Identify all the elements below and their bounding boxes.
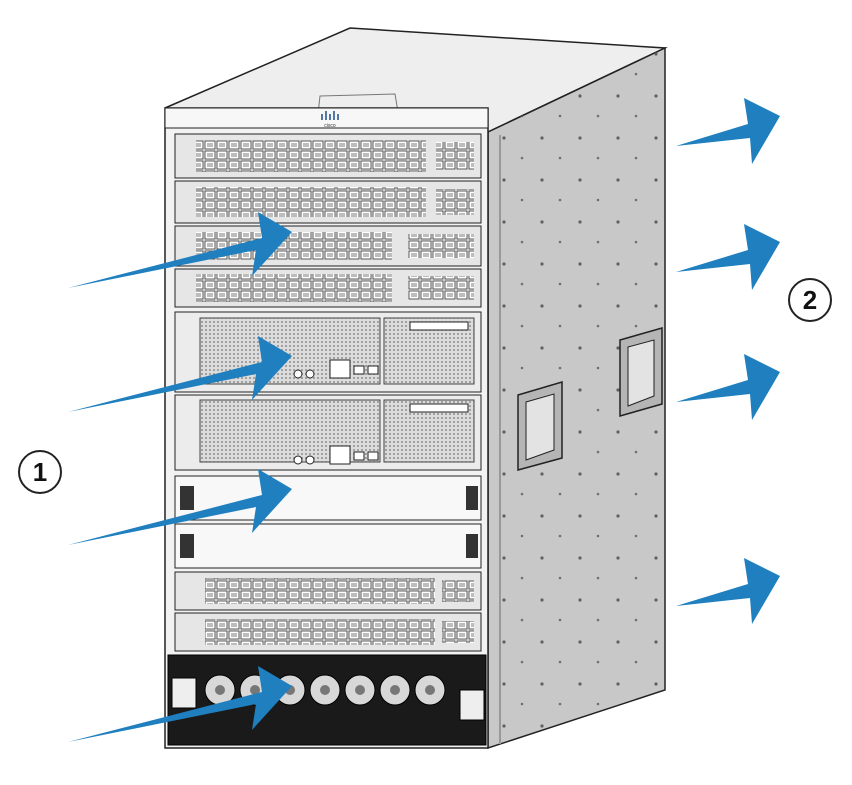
line-card-stack-lower bbox=[174, 571, 482, 652]
callout-exhaust: 2 bbox=[788, 278, 832, 322]
exhaust-arrows bbox=[676, 98, 780, 624]
exhaust-arrow bbox=[676, 558, 780, 624]
line-card bbox=[174, 225, 482, 267]
power-socket-icon bbox=[459, 689, 485, 721]
line-card-stack-upper bbox=[174, 133, 482, 308]
supervisor-modules bbox=[174, 311, 482, 471]
callout-intake: 1 bbox=[18, 450, 62, 494]
fabric-module bbox=[174, 523, 482, 569]
intake-arrow bbox=[68, 336, 292, 412]
cisco-logo-icon bbox=[321, 111, 339, 120]
exhaust-arrow bbox=[676, 224, 780, 290]
exhaust-arrow bbox=[676, 98, 780, 164]
supervisor-module bbox=[174, 394, 482, 471]
line-card bbox=[174, 571, 482, 611]
handle-icon bbox=[517, 327, 663, 471]
power-socket-icon bbox=[171, 677, 197, 709]
intake-arrows bbox=[68, 212, 292, 742]
intake-arrow bbox=[68, 666, 292, 742]
line-card bbox=[174, 133, 482, 179]
exhaust-arrow bbox=[676, 354, 780, 420]
power-supply-tray bbox=[167, 654, 487, 746]
brand-label: cisco bbox=[324, 123, 336, 129]
line-card bbox=[174, 612, 482, 652]
intake-arrow bbox=[68, 469, 292, 545]
line-card bbox=[174, 268, 482, 308]
line-card bbox=[174, 180, 482, 224]
intake-arrow bbox=[68, 212, 292, 288]
